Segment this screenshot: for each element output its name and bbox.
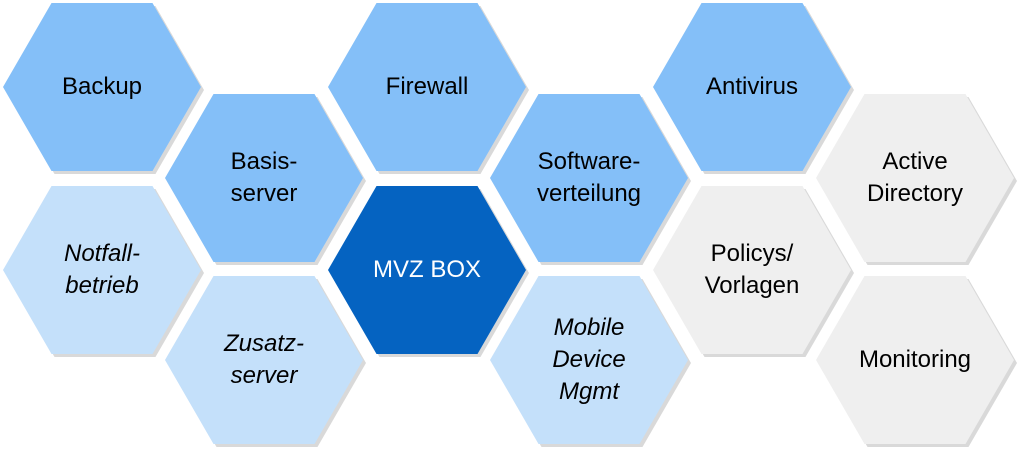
hexagon-shape [328, 3, 529, 174]
hexagon-label-line: Directory [866, 180, 963, 207]
hexagon-shape [165, 94, 366, 265]
hexagon-label: MVZ BOX [328, 186, 526, 354]
hexagon-basisserver: Basis-server [165, 94, 366, 265]
hexagon-label-line: Notfall- [63, 240, 141, 267]
hexagon-label: Policys/Vorlagen [653, 186, 851, 354]
hexagon-shape [653, 3, 854, 174]
hexagon-fill [653, 186, 851, 354]
hexagon-fill [490, 276, 688, 444]
hexagon-softwareverteilung: Software-verteilung [490, 94, 691, 265]
hexagon-label-line: Mgmt [559, 378, 619, 405]
hexagon-fill [165, 276, 363, 444]
hexagon-fill [653, 3, 851, 171]
hexagon-shape [653, 186, 854, 357]
hexagon-fill [816, 276, 1014, 444]
hexagon-shape [328, 186, 529, 357]
hexagon-fill [3, 186, 201, 354]
hexagon-label-line: Mobile [553, 314, 625, 341]
hexagon-label-line: Basis- [230, 148, 298, 175]
hexagon-label-line: verteilung [536, 180, 642, 207]
hexagon-fill [328, 3, 526, 171]
hexagon-zusatzserver: Zusatz-server [165, 276, 366, 447]
hexagon-shape [816, 94, 1017, 265]
hexagon-label: Software-verteilung [490, 94, 688, 262]
hexagon-label-line: Backup [61, 73, 143, 100]
hexagon-label-line: betrieb [65, 272, 139, 299]
hexagon-label-line: Policys/ [710, 240, 794, 267]
hexagon-label-line: Antivirus [705, 73, 799, 100]
hexagon-label-line: Active [882, 148, 948, 175]
hexagon-label: Basis-server [165, 94, 363, 262]
hexagon-label: Notfall-betrieb [3, 186, 201, 354]
hexagon-shape [816, 276, 1017, 447]
hexagon-fill [816, 94, 1014, 262]
hexagon-notfallbetrieb: Notfall-betrieb [3, 186, 204, 357]
hexagon-fill [165, 94, 363, 262]
hexagon-shape [490, 94, 691, 265]
hexagon-label-line: Firewall [385, 73, 469, 100]
hexagon-label-line: Monitoring [858, 346, 972, 373]
hexagon-label-line: Software- [537, 148, 641, 175]
hexagon-label: Antivirus [653, 3, 851, 171]
hexagon-mvz-box: MVZ BOX [328, 186, 529, 357]
hexagon-label-line: Vorlagen [704, 272, 800, 299]
hexagon-shape [165, 276, 366, 447]
hexagon-policys-vorlagen: Policys/Vorlagen [653, 186, 854, 357]
hexagon-fill [328, 186, 526, 354]
hexagon-antivirus: Antivirus [653, 3, 854, 174]
hexagon-firewall: Firewall [328, 3, 529, 174]
hexagon-label: Monitoring [816, 276, 1014, 444]
hexagon-label-line: server [230, 180, 298, 207]
hexagon-fill [490, 94, 688, 262]
hexagon-label-line: server [230, 362, 298, 389]
hexagon-backup: Backup [3, 3, 204, 174]
hexagon-shape [3, 3, 204, 174]
hexagon-shape [490, 276, 691, 447]
hexagon-label-line: Device [552, 346, 626, 373]
hexagon-label: Firewall [328, 3, 526, 171]
hexagon-label-line: MVZ BOX [372, 256, 481, 283]
hexagon-monitoring: Monitoring [816, 276, 1017, 447]
hexagon-shape [3, 186, 204, 357]
hexagon-label: Zusatz-server [165, 276, 363, 444]
hexagon-fill [3, 3, 201, 171]
hexagon-label: Backup [3, 3, 201, 171]
hexagon-label-line: Zusatz- [223, 330, 304, 357]
